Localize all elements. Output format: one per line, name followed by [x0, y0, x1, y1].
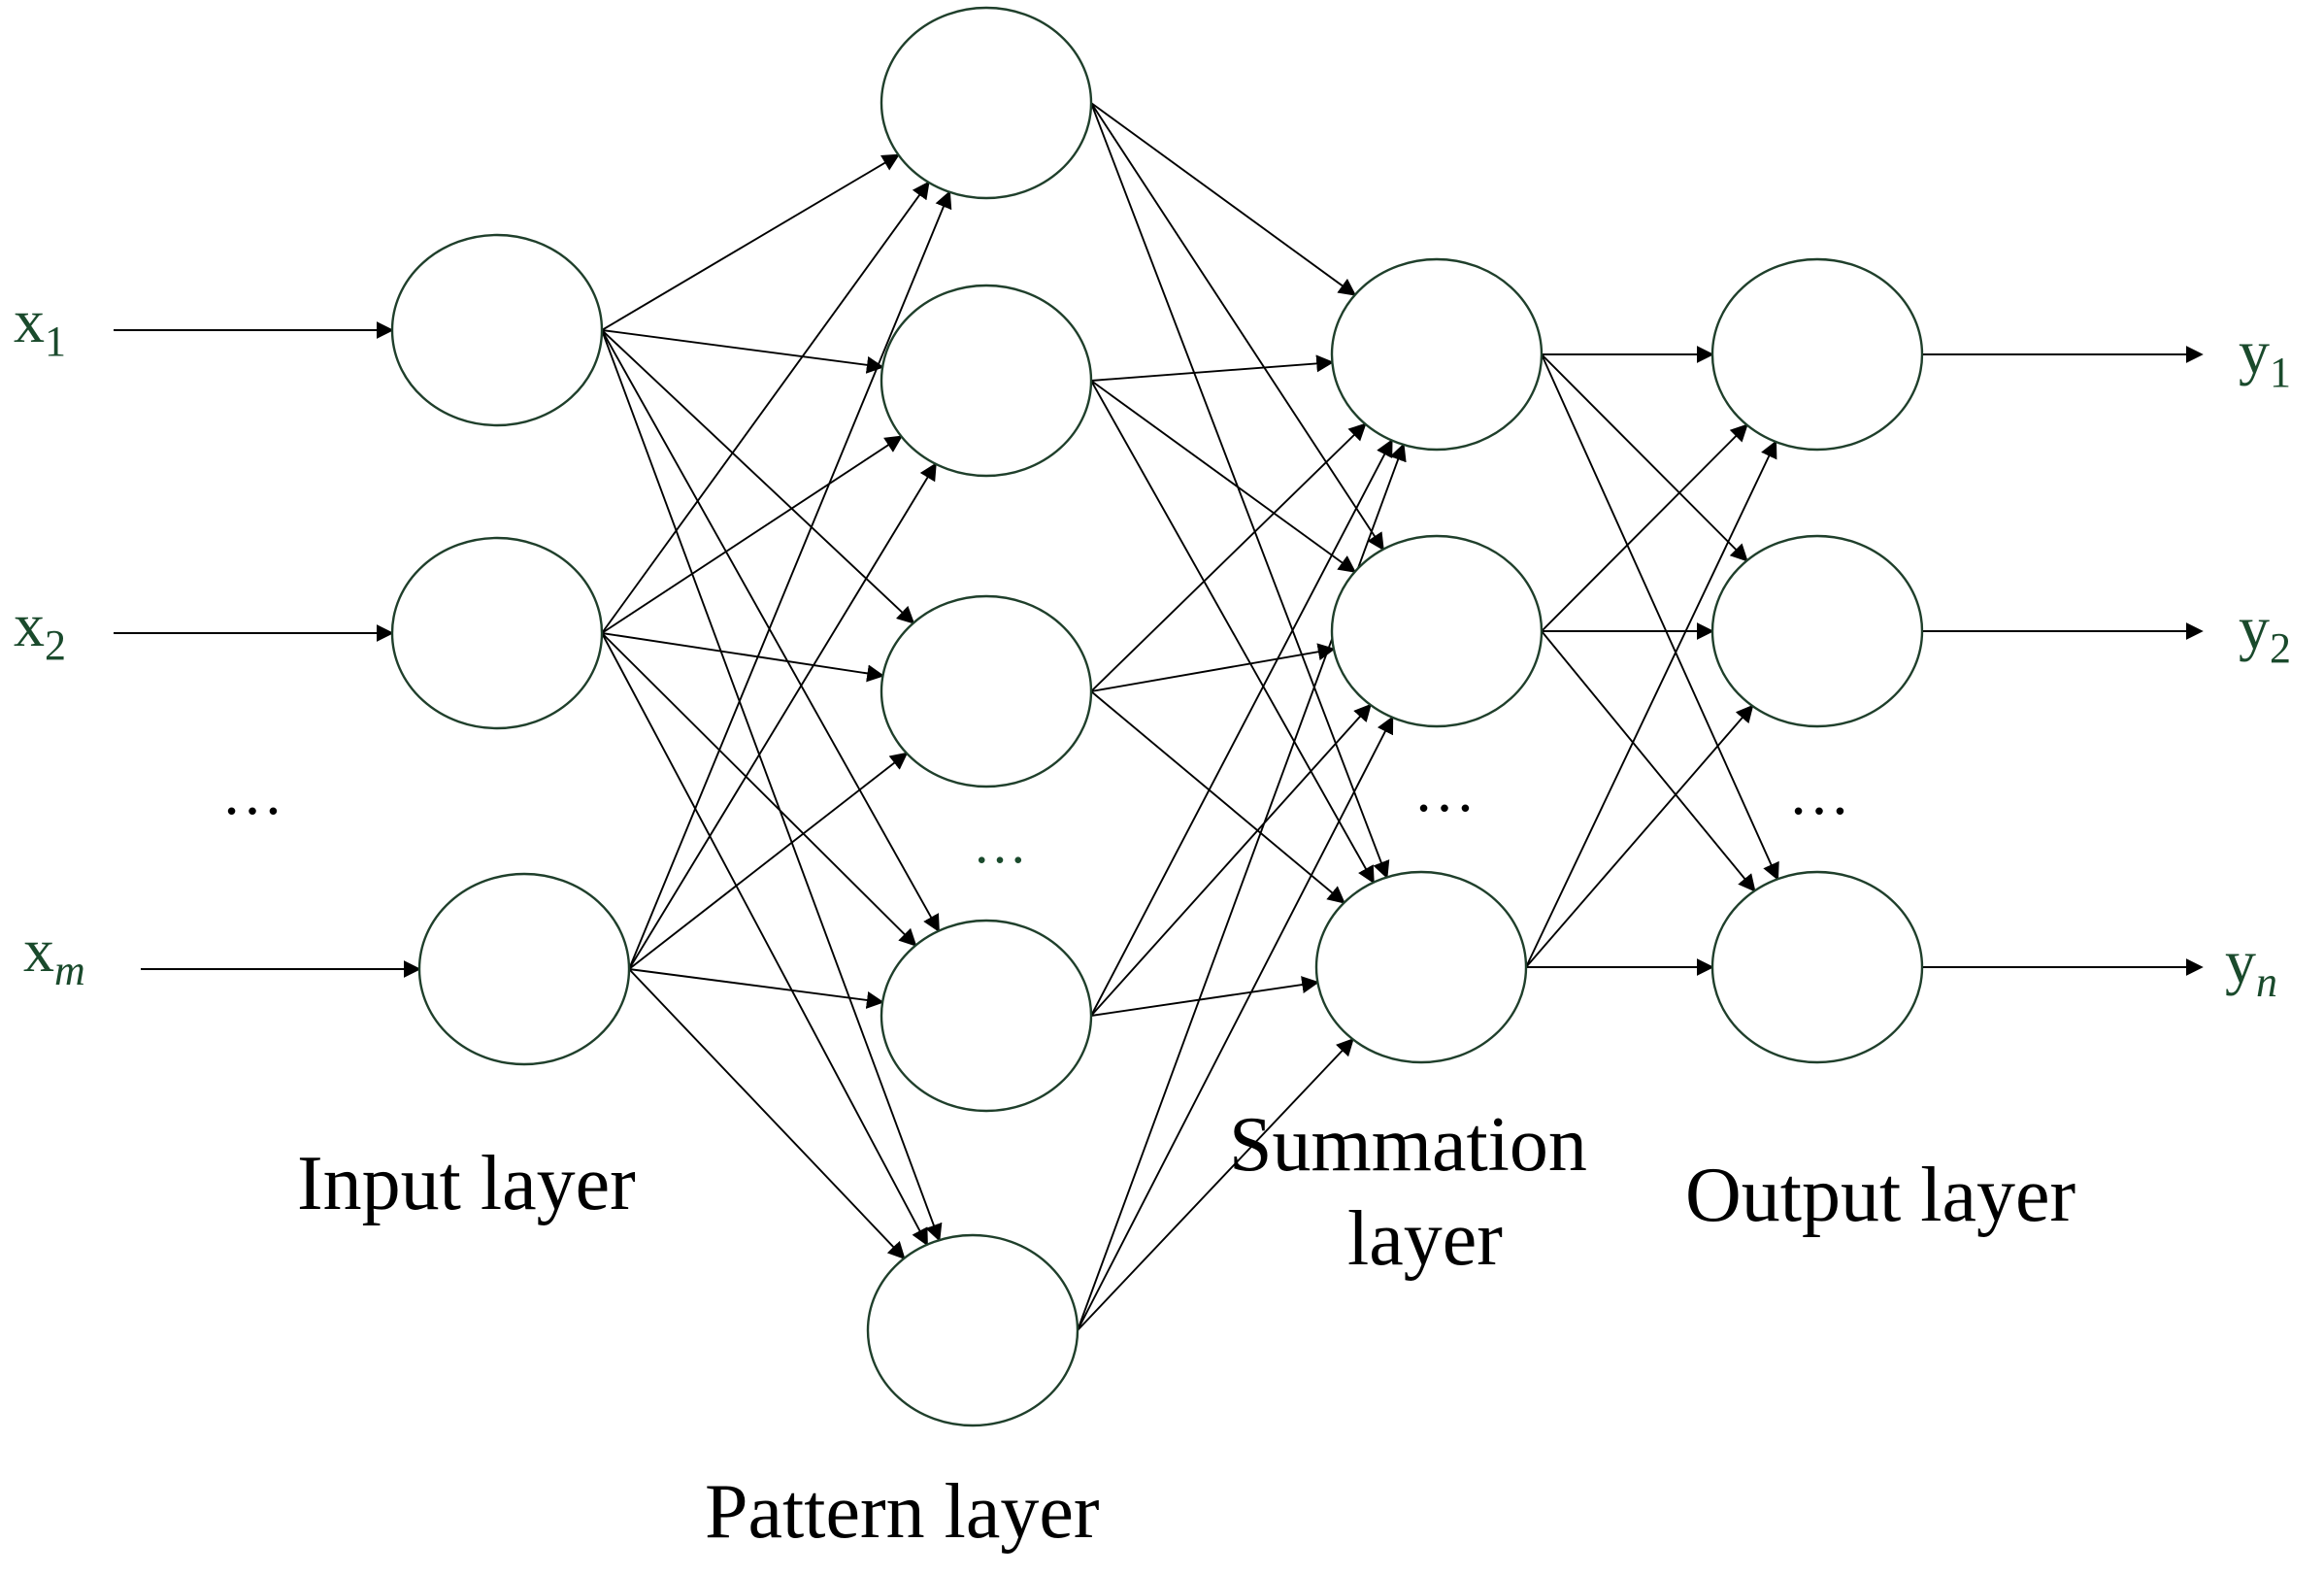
connection-edges: [601, 102, 1779, 1331]
pattern-to-summation-edge: [1090, 643, 1336, 692]
pattern-node-1: [880, 6, 1093, 200]
output-symbol-yn: yn: [2225, 927, 2277, 1006]
input-to-pattern-edge: [628, 462, 937, 970]
input-to-pattern-edge: [601, 435, 904, 634]
summation-to-output-edge: [1525, 704, 1754, 968]
pattern-node-2: [880, 284, 1093, 478]
output-ellipsis: …: [1788, 758, 1850, 827]
output-node-3: [1710, 870, 1924, 1064]
output-layer-label: Output layer: [1685, 1153, 2075, 1238]
pattern-to-summation-edge: [1090, 703, 1372, 1017]
input-to-pattern-edge: [601, 329, 884, 374]
pattern-ellipsis: …: [973, 815, 1027, 875]
pattern-to-summation-edge: [1090, 422, 1367, 692]
pattern-node-5: [866, 1233, 1079, 1427]
pattern-to-summation-edge: [1090, 102, 1390, 880]
summation-to-output-edge: [1541, 353, 1748, 562]
pattern-to-summation-edge: [1090, 438, 1393, 1017]
summation-node-1: [1330, 257, 1544, 452]
summation-node-3: [1314, 870, 1528, 1064]
input-symbol-x1: x1: [14, 286, 66, 365]
input-to-pattern-edge: [601, 329, 943, 1242]
input-layer-label: Input layer: [297, 1141, 636, 1226]
summation-layer-label-line1: Summation: [1229, 1102, 1587, 1188]
output-node-1: [1710, 257, 1924, 452]
input-to-pattern-edge: [601, 329, 915, 624]
pattern-to-summation-edge: [1090, 380, 1375, 885]
pattern-layer-label: Pattern layer: [705, 1469, 1099, 1555]
pattern-to-summation-edge: [1077, 716, 1394, 1331]
input-to-pattern-edge: [601, 632, 928, 1247]
pattern-to-summation-edge: [1090, 380, 1357, 573]
summation-to-output-edge: [1541, 423, 1748, 632]
summation-ellipsis: …: [1413, 755, 1476, 824]
pattern-to-summation-edge: [1090, 102, 1357, 296]
pattern-node-3: [880, 594, 1093, 788]
input-to-pattern-edge: [601, 153, 901, 331]
input-to-pattern-edge: [601, 181, 930, 634]
input-symbol-xm: xm: [23, 916, 85, 994]
input-to-pattern-edge: [601, 632, 917, 947]
summation-node-2: [1330, 534, 1544, 728]
input-ellipsis: …: [221, 758, 283, 827]
summation-to-output-edge: [1541, 630, 1756, 892]
input-symbol-x2: x2: [14, 590, 66, 669]
summation-layer-label-line2: layer: [1347, 1196, 1503, 1282]
pattern-node-4: [880, 919, 1093, 1113]
summation-to-output-edge: [1541, 353, 1779, 881]
output-symbol-y1: y1: [2239, 318, 2291, 396]
neuron-nodes: [390, 6, 1924, 1427]
input-node-2: [390, 536, 604, 730]
output-node-2: [1710, 534, 1924, 728]
input-to-pattern-edge: [628, 752, 909, 970]
input-to-pattern-edge: [601, 632, 885, 683]
summation-to-output-edge: [1525, 440, 1777, 968]
input-node-3: [417, 872, 631, 1066]
pattern-to-summation-edge: [1090, 354, 1335, 382]
input-to-pattern-edge: [601, 329, 940, 933]
pattern-to-summation-edge: [1090, 976, 1320, 1017]
io-arrows: [114, 321, 2204, 978]
input-node-1: [390, 233, 604, 427]
pattern-to-summation-edge: [1090, 690, 1345, 904]
output-symbol-y2: y2: [2239, 593, 2291, 672]
pattern-to-summation-edge: [1077, 1038, 1354, 1331]
input-to-pattern-edge: [628, 968, 906, 1260]
pattern-to-summation-edge: [1090, 102, 1384, 552]
input-to-pattern-edge: [628, 968, 884, 1009]
input-to-pattern-edge: [628, 190, 952, 970]
